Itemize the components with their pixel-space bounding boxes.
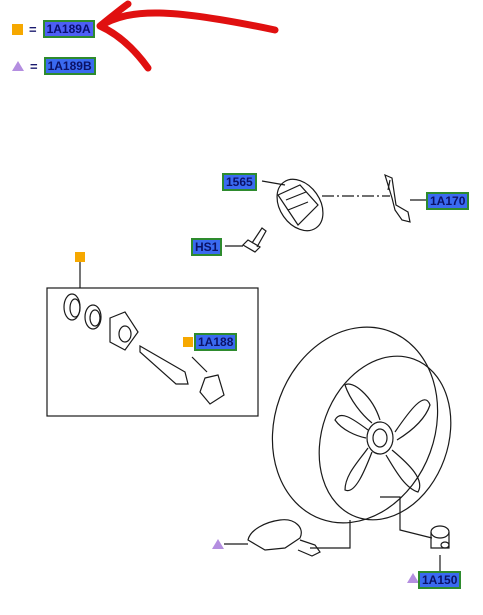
square-icon [12,23,23,35]
wheel-rim-icon [271,326,452,524]
equals-sign: = [30,58,38,74]
part-label-1565[interactable]: 1565 [222,173,257,191]
part-label-hs1[interactable]: HS1 [191,238,223,256]
square-marker-icon [183,337,193,347]
triangle-marker-icon [212,539,224,549]
equals-sign: = [29,21,37,37]
bracket-1565-icon [261,178,324,232]
part-label-1a150[interactable]: 1A150 [418,571,462,589]
valve-kit-icon [63,293,225,405]
part-label-1a189b[interactable]: 1A189B [43,57,96,75]
annotation-arrow-icon [96,0,279,72]
sensor-1a170-icon [384,173,428,223]
valve-kit-box [46,287,259,417]
legend-row-square: = 1A189A [12,20,95,38]
part-label-1a189a[interactable]: 1A189A [42,20,95,38]
part-label-1a170[interactable]: 1A170 [426,192,470,210]
triangle-marker-icon [407,573,419,583]
part-label-1a188[interactable]: 1A188 [194,333,238,351]
tpms-sensor-icon [247,519,321,557]
triangle-icon [12,61,24,71]
square-marker-icon [75,252,85,262]
valve-cap-1a150-icon [430,525,450,549]
legend-row-triangle: = 1A189B [12,57,96,75]
screw-hs1-icon [225,227,267,253]
